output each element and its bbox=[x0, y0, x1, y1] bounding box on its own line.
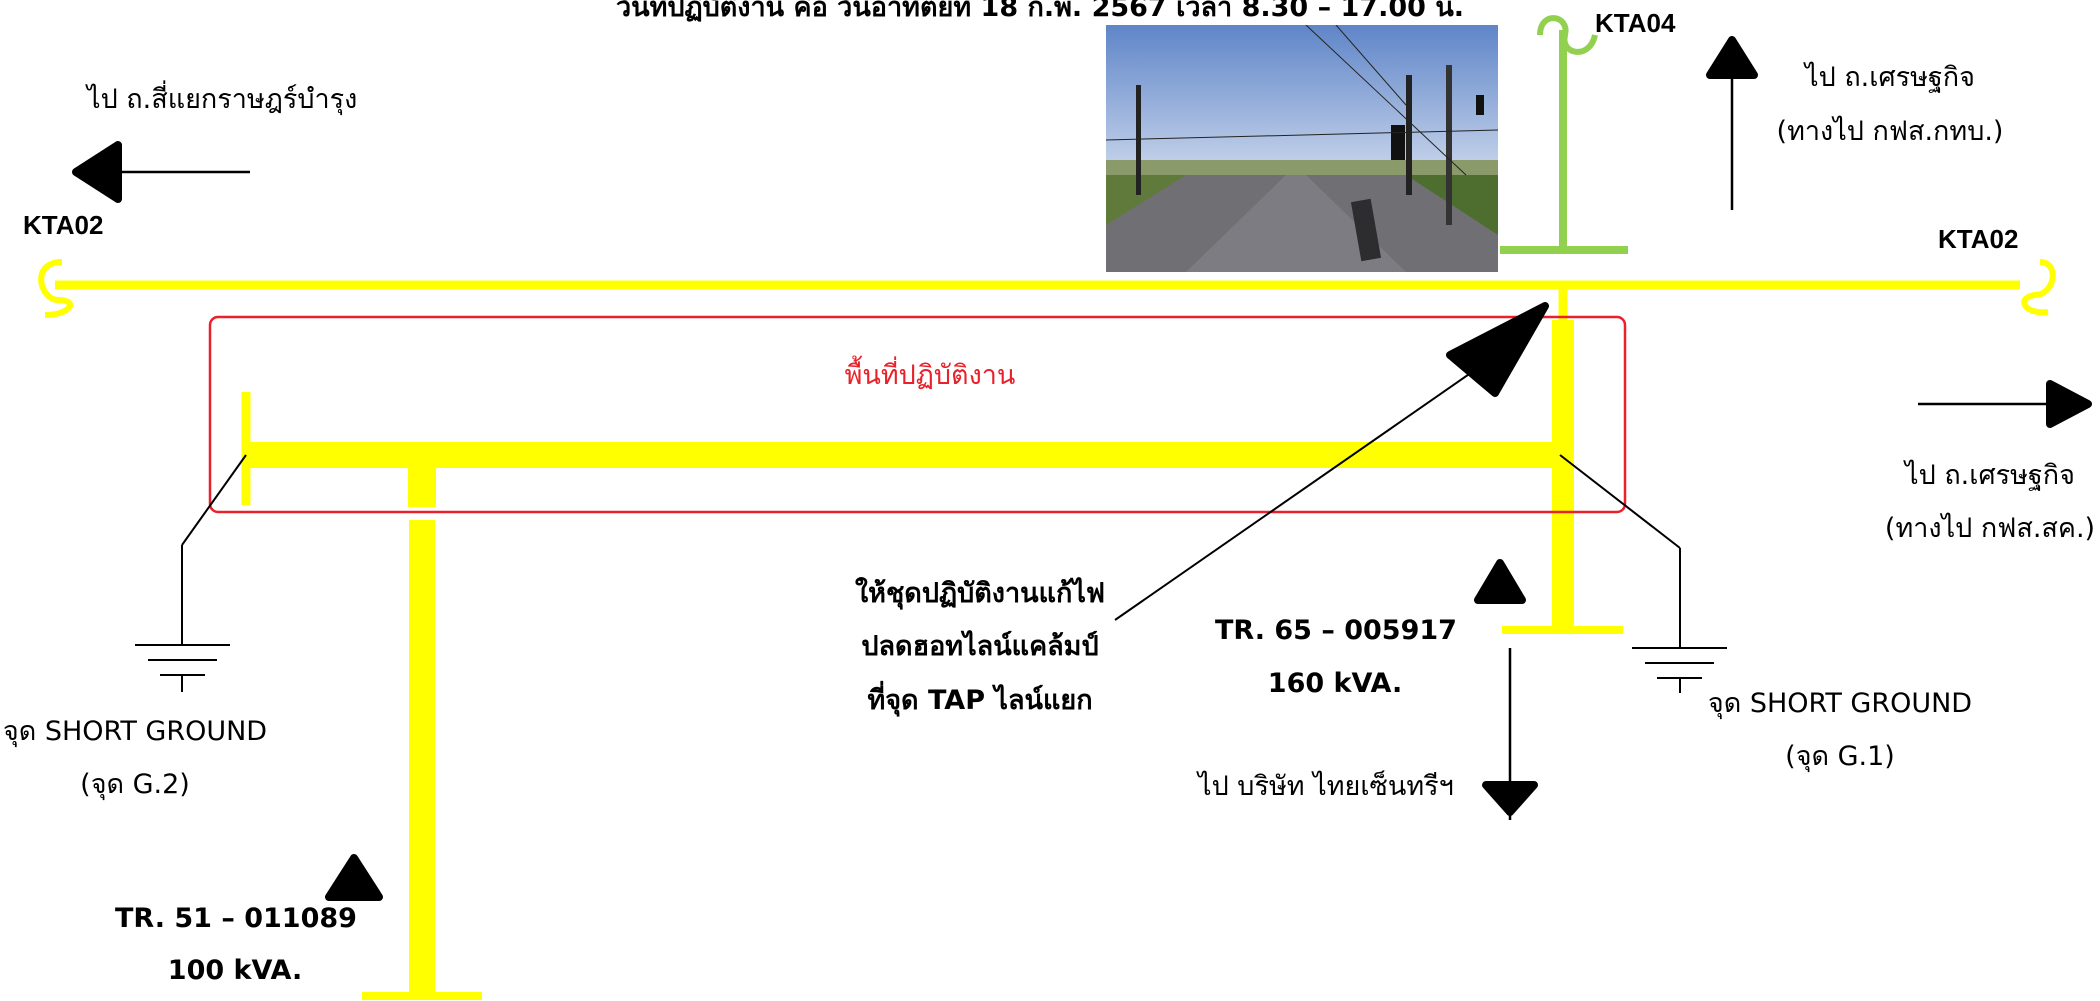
kta02-right-label: KTA02 bbox=[1938, 224, 2019, 254]
ground-g2-icon bbox=[135, 454, 247, 692]
tr65-transformer-icon bbox=[1474, 559, 1526, 604]
kta02-left-label: KTA02 bbox=[23, 210, 104, 240]
ground-g1-icon bbox=[1559, 454, 1727, 693]
work-area-label: พื้นที่ปฏิบัติงาน bbox=[844, 360, 1016, 391]
kta04-line-break bbox=[1537, 15, 1598, 55]
tr51-drop-lower bbox=[409, 520, 435, 998]
ground-g2-sub-label: (จุด G.2) bbox=[80, 769, 190, 800]
instruction-leader-line bbox=[1114, 369, 1476, 621]
instruction-line-2: ปลดฮอทไลน์แคล้มป์ bbox=[861, 631, 1099, 662]
to-setthakit-right-sub-label: (ทางไป กฟส.สค.) bbox=[1884, 513, 2096, 544]
arrow-down-icon bbox=[1482, 648, 1538, 820]
to-ratburana-label: ไป ถ.สี่แยกราษฎร์บำรุง bbox=[87, 84, 358, 115]
tr51-transformer-icon bbox=[325, 854, 383, 901]
street-photo bbox=[1106, 25, 1498, 272]
branch-horizontal-line bbox=[245, 442, 1565, 468]
work-area-box bbox=[208, 315, 1627, 514]
page-title: วันที่ปฏิบัติงาน คือ วันอาทิตย์ที่ 18 ก.… bbox=[615, 0, 1465, 23]
arrow-left-icon bbox=[72, 141, 250, 203]
instruction-line-3: ที่จุด TAP ไลน์แยก bbox=[867, 685, 1093, 716]
left-line-break bbox=[38, 259, 73, 318]
tr51-drop-upper bbox=[408, 462, 436, 507]
tap-thick-section bbox=[1552, 320, 1574, 630]
to-setthakit-right-label: ไป ถ.เศรษฐกิจ bbox=[1905, 460, 2075, 491]
instruction-line-1: ให้ชุดปฏิบัติงานแก้ไฟ bbox=[854, 578, 1106, 609]
arrow-up-icon bbox=[1706, 36, 1758, 210]
to-setthakit-top-label: ไป ถ.เศรษฐกิจ bbox=[1805, 62, 1975, 93]
to-company-label: ไป บริษัท ไทยเซ็นทรีฯ bbox=[1198, 771, 1454, 802]
ground-g1-label: จุด SHORT GROUND bbox=[1707, 688, 1973, 719]
tr51-id-label: TR. 51 – 011089 bbox=[115, 903, 357, 934]
tap-pointer-icon bbox=[1446, 302, 1549, 397]
tr65-id-label: TR. 65 – 005917 bbox=[1215, 615, 1457, 646]
arrow-right-icon bbox=[1918, 380, 2092, 428]
tr65-kva-label: 160 kVA. bbox=[1267, 668, 1403, 699]
ground-g2-label: จุด SHORT GROUND bbox=[2, 716, 268, 747]
kta04-label: KTA04 bbox=[1595, 8, 1676, 38]
tr51-kva-label: 100 kVA. bbox=[167, 955, 303, 986]
right-line-break bbox=[2021, 259, 2056, 316]
ground-g1-sub-label: (จุด G.1) bbox=[1785, 741, 1895, 772]
to-setthakit-top-sub-label: (ทางไป กฟส.กทบ.) bbox=[1776, 116, 2004, 147]
